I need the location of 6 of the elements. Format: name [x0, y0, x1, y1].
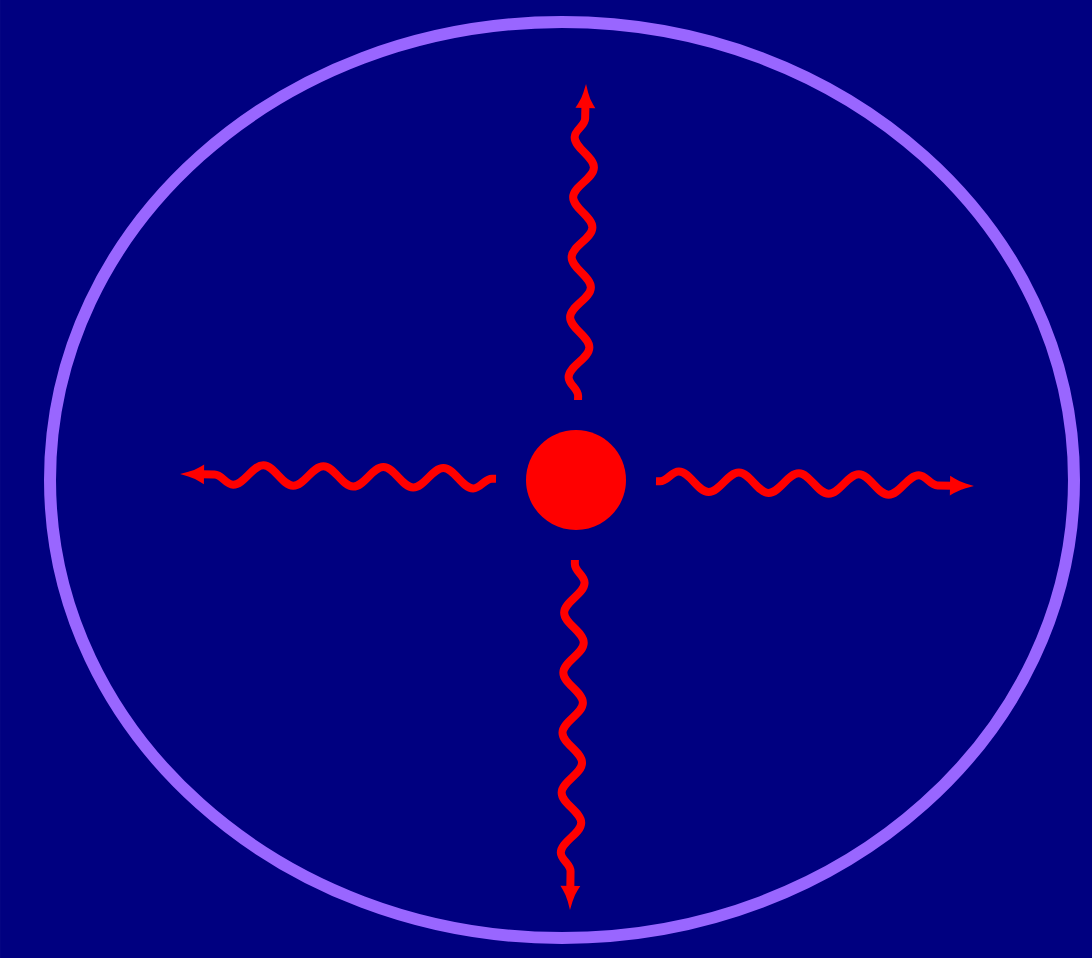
- particle-dot: [526, 430, 626, 530]
- wavy-arrow: [186, 461, 497, 493]
- wavy-arrow: [655, 467, 968, 499]
- wavy-arrow: [556, 559, 589, 904]
- ellipse-outline: [44, 16, 1080, 944]
- wavy-arrow: [564, 90, 598, 401]
